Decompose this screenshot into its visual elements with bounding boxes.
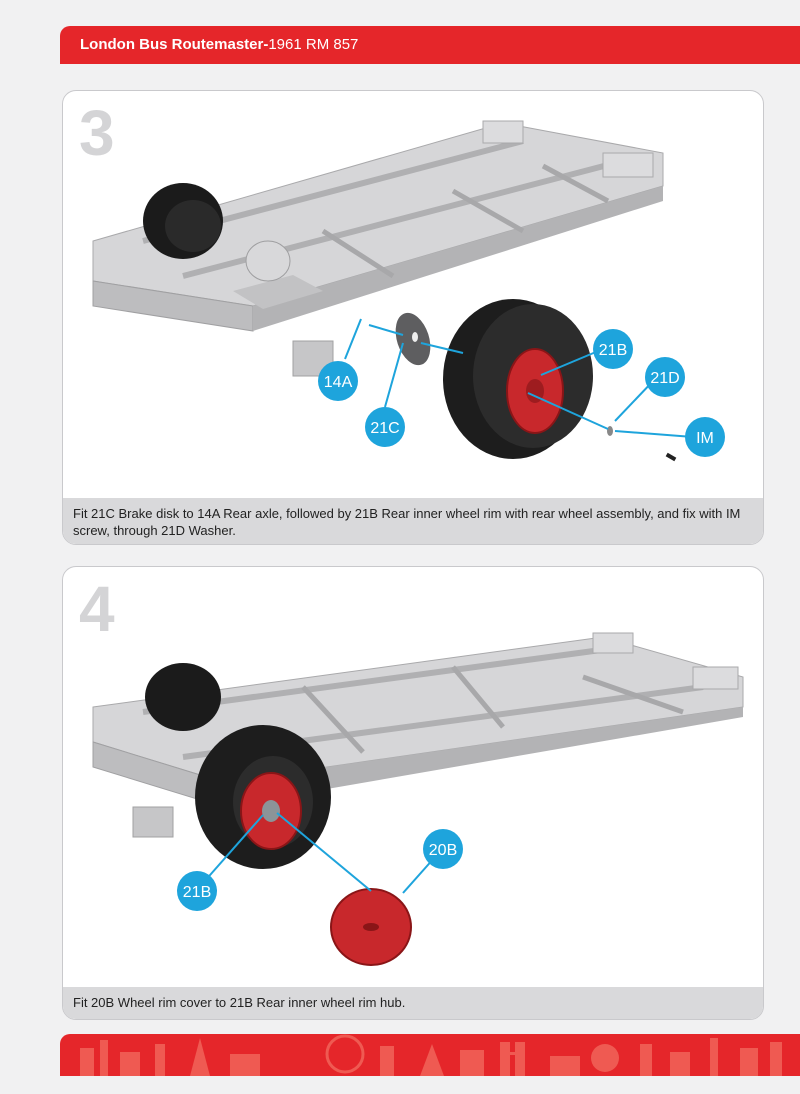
screw-im: [665, 452, 677, 462]
callout-21b: 21B: [593, 329, 633, 369]
step-number: 3: [79, 97, 115, 169]
skyline-graphic: [60, 1034, 800, 1076]
callout-20b: 20B: [423, 829, 463, 869]
callout-20b-label: 20B: [429, 842, 457, 859]
callout-im-label: IM: [696, 430, 714, 447]
callout-14a-label: 14A: [324, 374, 353, 391]
step-4-panel: 20B 21B 4 Fit 20B Wheel rim cover to 21B…: [62, 566, 764, 1020]
mounted-rear-wheel: [143, 183, 291, 282]
step-3-illustration: 14A 21C 21B 21D IM: [92, 120, 725, 462]
callout-im: IM: [685, 417, 725, 457]
callout-21b-label: 21B: [183, 884, 211, 901]
step-caption: Fit 20B Wheel rim cover to 21B Rear inne…: [63, 987, 763, 1019]
callout-21b: 21B: [177, 871, 217, 911]
washer-21d: [607, 426, 613, 436]
london-skyline-footer: [60, 1034, 800, 1076]
rear-wheel-assembly: [443, 299, 593, 459]
callout-21b-label: 21B: [599, 342, 627, 359]
step-4-illustration: 20B 21B: [92, 632, 744, 966]
callout-21d: 21D: [645, 357, 685, 397]
callout-21d-label: 21D: [650, 370, 679, 387]
brake-disk-21c: [395, 312, 431, 366]
step-caption: Fit 21C Brake disk to 14A Rear axle, fol…: [63, 498, 763, 544]
rear-wheel-inner: [145, 663, 221, 731]
page-header: London Bus Routemaster-1961 RM 857: [60, 26, 800, 64]
callout-14a: 14A: [318, 361, 358, 401]
step-3-panel: 14A 21C 21B 21D IM 3 Fit 21C Brake disk …: [62, 90, 764, 545]
callout-21c-label: 21C: [370, 420, 399, 437]
step-number: 4: [79, 573, 115, 645]
header-title-rest: 1961 RM 857: [268, 36, 359, 53]
step-3-arrows: [344, 318, 694, 438]
chassis-frame: [92, 120, 664, 377]
callout-21c: 21C: [365, 407, 405, 447]
header-title-bold: London Bus Routemaster-: [80, 36, 269, 53]
wheel-rim-cover-20b: [330, 888, 412, 966]
chassis-frame: [92, 632, 744, 838]
rear-wheel-outer: [195, 725, 331, 869]
